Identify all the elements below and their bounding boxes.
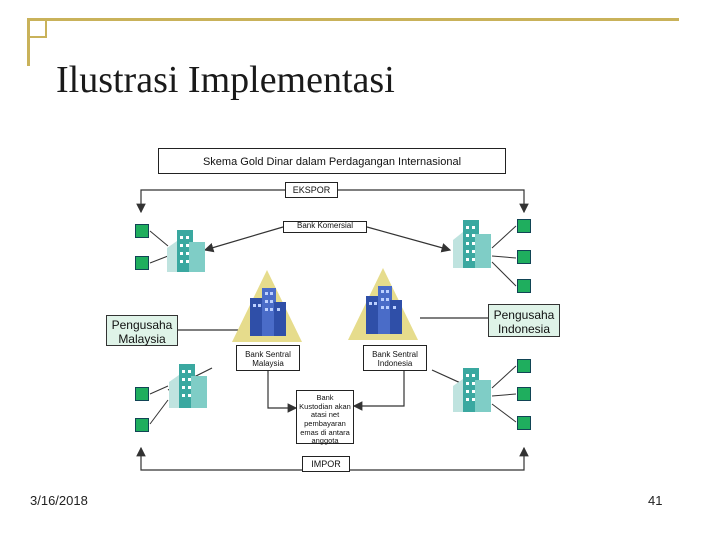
importer-square xyxy=(517,387,531,401)
company-building-icon xyxy=(169,364,207,408)
slide-date: 3/16/2018 xyxy=(30,493,88,508)
bank-sentral-malaysia-box: Bank Sentral Malaysia xyxy=(236,345,300,371)
bank-kustodian-box: Bank Kustodian akan atasi net pembayaran… xyxy=(296,390,354,445)
company-building-icon xyxy=(453,368,491,412)
bank-sentral-indonesia-box: Bank Sentral Indonesia xyxy=(363,345,427,371)
company-building-icon xyxy=(453,220,491,268)
ekspor-box: EKSPOR xyxy=(285,182,338,198)
slide-number: 41 xyxy=(648,493,663,508)
impor-box: IMPOR xyxy=(302,456,350,472)
frame-top-line xyxy=(27,18,679,21)
exporter-square xyxy=(135,224,149,238)
exporter-square xyxy=(135,256,149,270)
company-building-icon xyxy=(167,230,205,272)
exporter-square xyxy=(517,250,531,264)
bank-komersial-box: Bank Komersial xyxy=(283,221,367,233)
slide-title: Ilustrasi Implementasi xyxy=(56,59,395,101)
exporter-square xyxy=(517,219,531,233)
central-bank-building-icon xyxy=(348,268,418,340)
importer-square xyxy=(517,359,531,373)
pengusaha-malaysia-box: Pengusaha Malaysia xyxy=(106,315,178,346)
frame-corner-square xyxy=(27,18,47,38)
scheme-title-box: Skema Gold Dinar dalam Perdagangan Inter… xyxy=(158,148,506,174)
importer-square xyxy=(135,418,149,432)
pengusaha-indonesia-box: Pengusaha Indonesia xyxy=(488,304,560,337)
importer-square xyxy=(135,387,149,401)
importer-square xyxy=(517,416,531,430)
frame-left-line xyxy=(27,18,30,66)
central-bank-building-icon xyxy=(232,270,302,342)
exporter-square xyxy=(517,279,531,293)
